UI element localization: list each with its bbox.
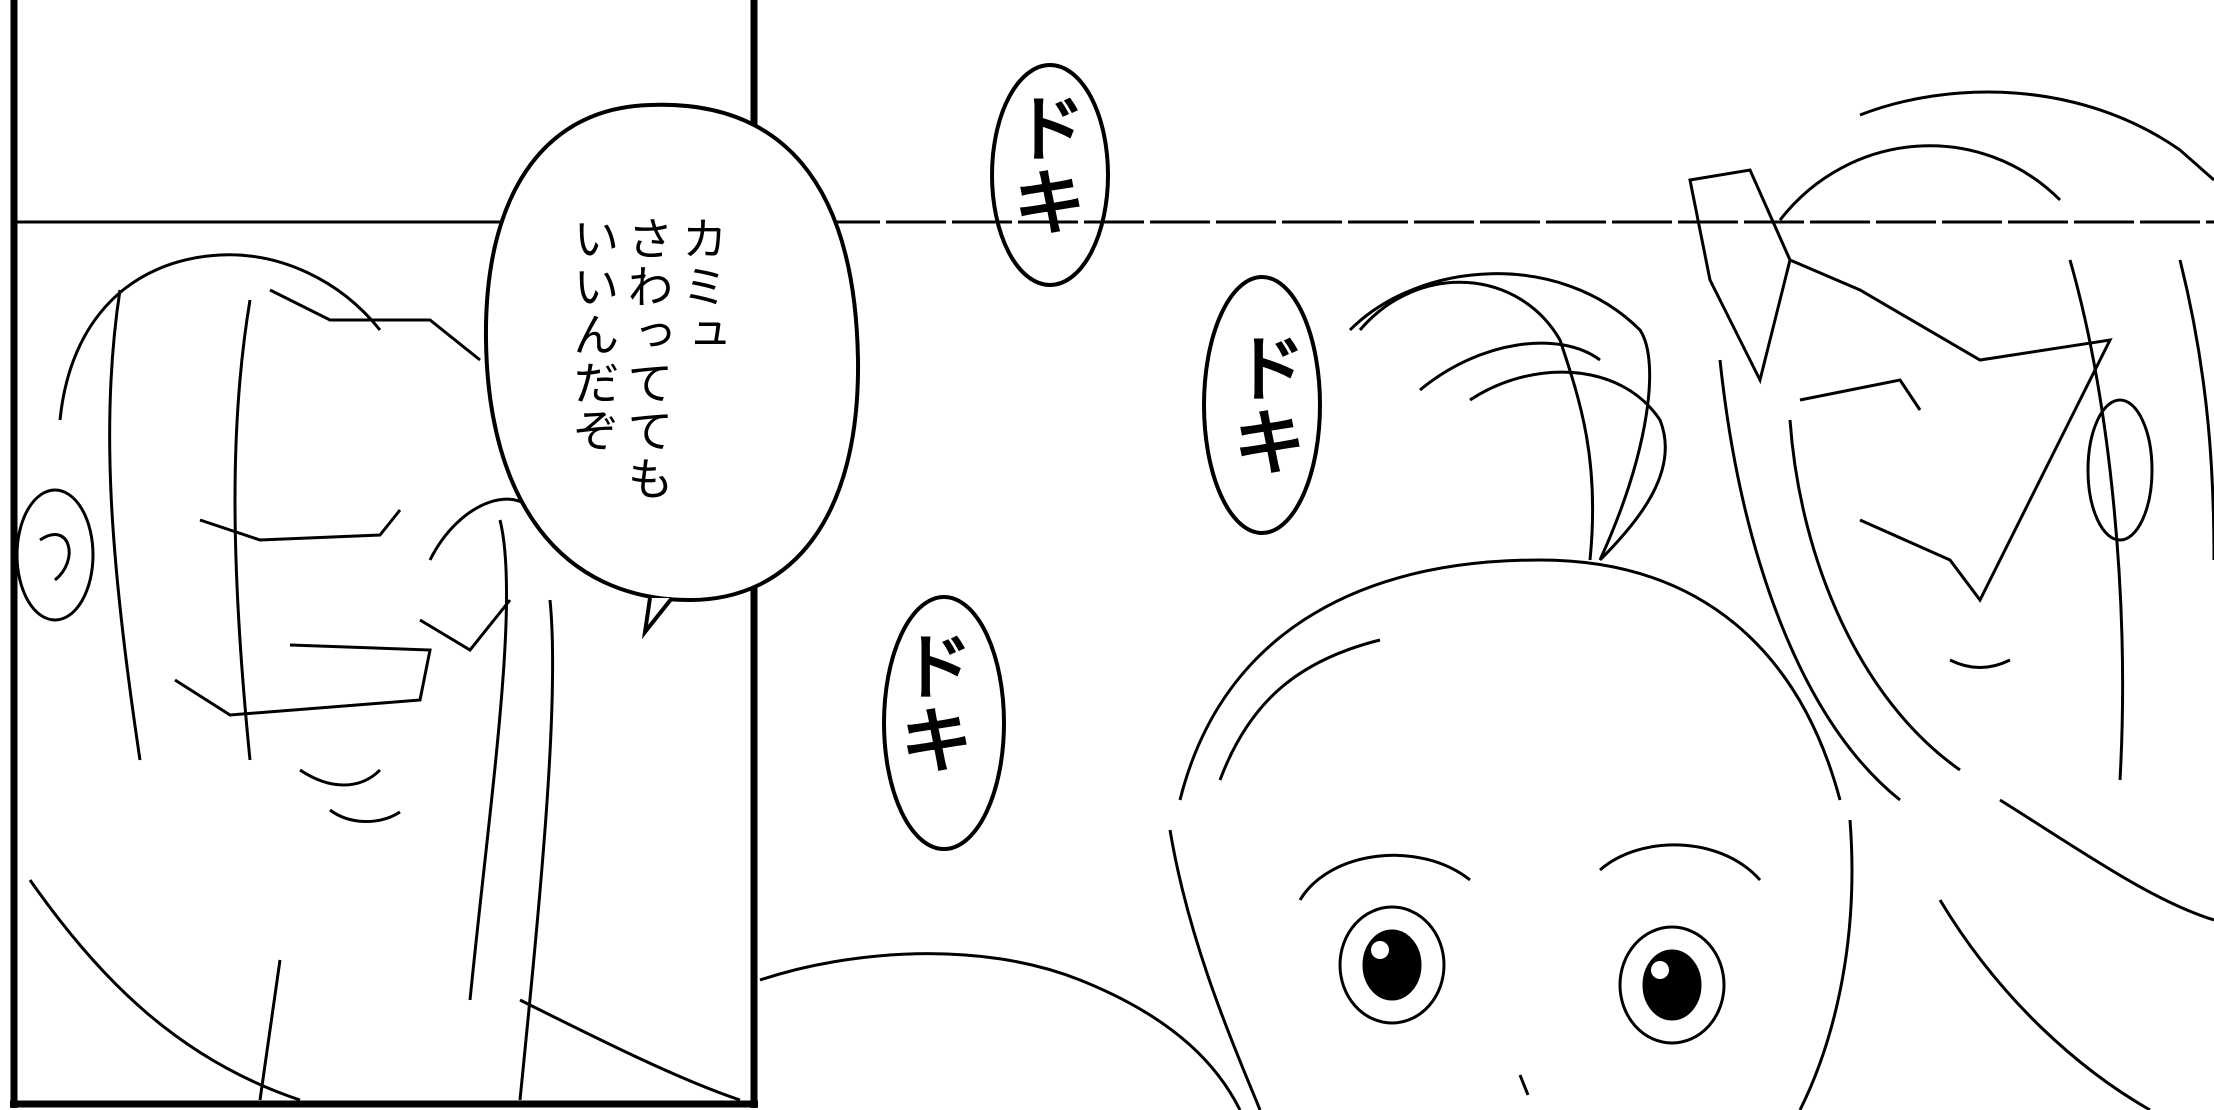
speech-line-2: さわってても [620, 215, 675, 503]
sfx-text-2: ドキ [1220, 330, 1306, 478]
speech-line-3: いいんだぞ [566, 215, 621, 455]
sfx-bubbles [882, 63, 1322, 851]
sfx-text-3: ドキ [887, 628, 973, 776]
sfx-bubble-2 [1202, 275, 1322, 535]
speech-balloon [483, 102, 861, 640]
speech-line-1: カミュ [674, 215, 729, 359]
right-character-illustration [1688, 90, 2214, 1110]
panel-borders [10, 0, 2214, 1108]
left-character-illustration [15, 253, 741, 1102]
speech-balloon-text: カミュ さわってても いいんだぞ [566, 215, 729, 545]
sfx-bubble-3 [882, 595, 1006, 851]
sfx-text-1: ドキ [1000, 90, 1086, 238]
center-character-illustration [759, 272, 1854, 1110]
hair-strands [1358, 280, 1667, 562]
sfx-bubble-1 [990, 63, 1110, 287]
